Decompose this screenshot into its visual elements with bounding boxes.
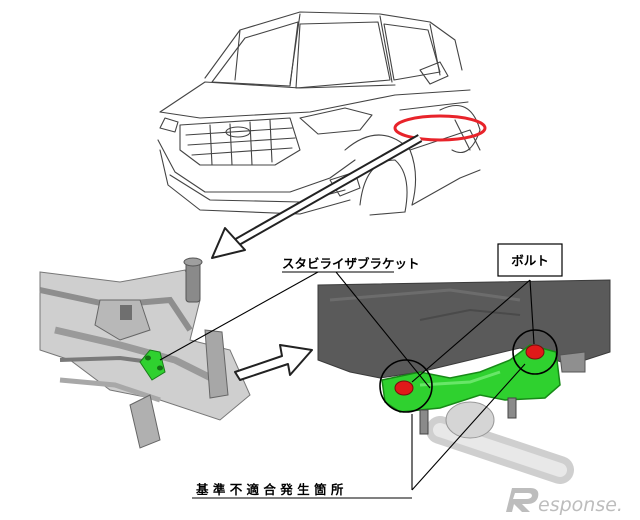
bolt-text: ボルト	[511, 253, 549, 268]
arrow-to-zoom	[234, 344, 313, 381]
highlight-ellipse	[393, 114, 487, 142]
bolt-left	[394, 380, 414, 396]
stabilizer-bracket-label: スタビライザブラケット	[282, 256, 420, 273]
response-watermark-text: esponse.	[538, 494, 623, 516]
arrow-car-to-suspension	[211, 134, 423, 259]
bolt-right	[525, 344, 545, 360]
response-logo-r-mark	[506, 488, 539, 512]
stabilizer-bracket-text: スタビライザブラケット	[282, 256, 420, 271]
response-watermark: esponse.	[506, 488, 623, 516]
leader-lines	[159, 271, 535, 491]
suspension-render	[39, 257, 251, 449]
bolt-label: ボルト	[497, 243, 563, 277]
nonconforming-location-label: 基 準 不 適 合 発 生 箇 所	[192, 482, 412, 499]
zoom-view	[317, 279, 611, 484]
car-line-drawing	[157, 11, 481, 216]
nonconforming-location-text: 基 準 不 適 合 発 生 箇 所	[195, 482, 344, 497]
